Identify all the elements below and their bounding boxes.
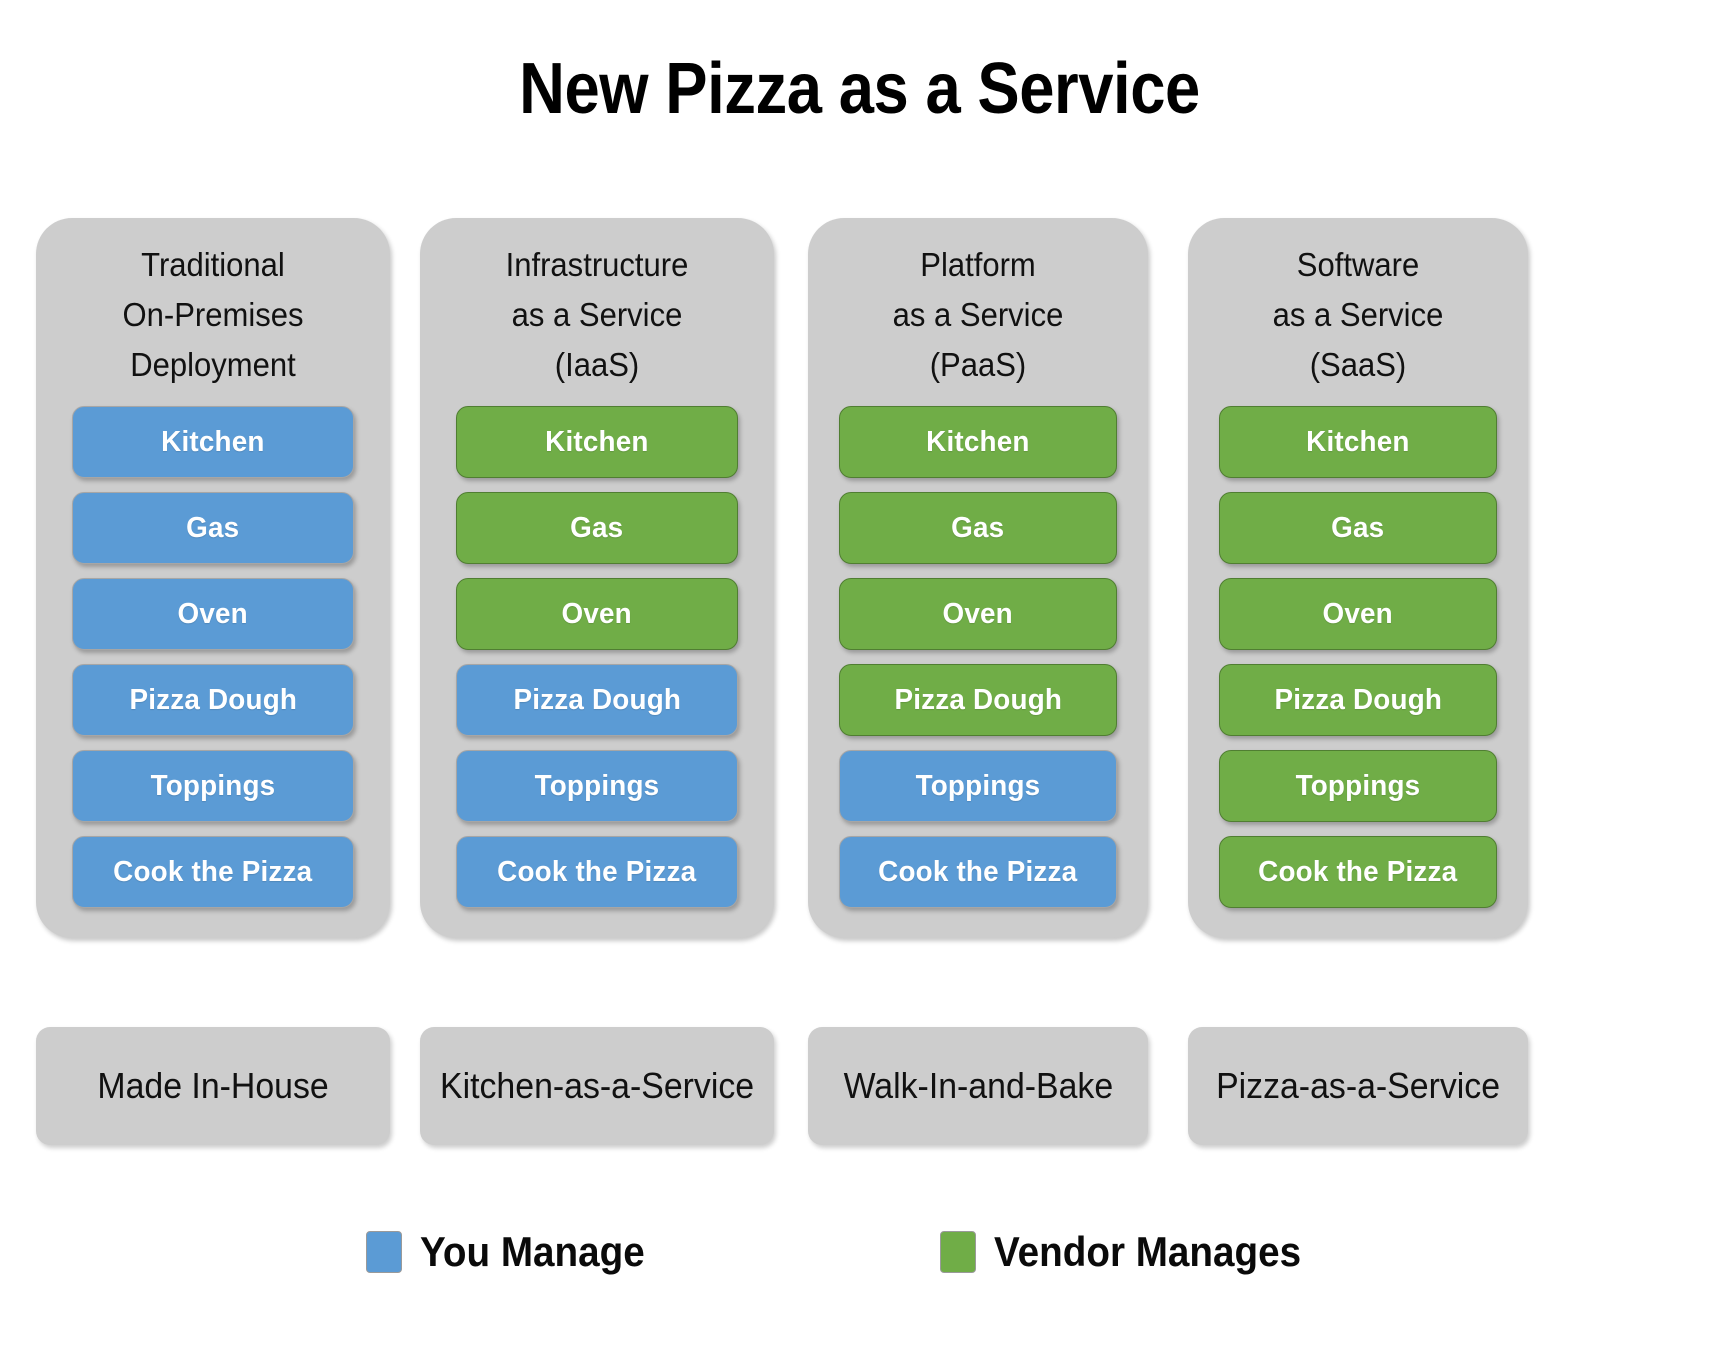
- column-header-line: (SaaS): [1309, 346, 1407, 383]
- blue-swatch-icon: [366, 1231, 402, 1273]
- responsibility-pill-label: Kitchen: [926, 425, 1030, 458]
- responsibility-pill-label: Kitchen: [545, 425, 649, 458]
- responsibility-pill-label: Oven: [1322, 597, 1394, 630]
- responsibility-pill-label: Cook the Pizza: [1258, 855, 1458, 888]
- responsibility-pill[interactable]: Toppings: [456, 750, 738, 822]
- responsibility-pill[interactable]: Pizza Dough: [456, 664, 738, 736]
- column-footer-box: Kitchen-as-a-Service: [420, 1027, 774, 1145]
- responsibility-pill[interactable]: Kitchen: [72, 406, 354, 478]
- column-header-line: On-Premises: [122, 296, 304, 333]
- responsibility-pill[interactable]: Pizza Dough: [72, 664, 354, 736]
- responsibility-pill-label: Gas: [951, 511, 1005, 544]
- legend-label: You Manage: [420, 1228, 645, 1275]
- responsibility-pill[interactable]: Toppings: [1219, 750, 1497, 822]
- responsibility-pill-label: Gas: [1331, 511, 1385, 544]
- page-title: New Pizza as a Service: [519, 49, 1200, 129]
- responsibility-pill[interactable]: Kitchen: [456, 406, 738, 478]
- responsibility-pill-label: Oven: [177, 597, 249, 630]
- responsibility-pill-label: Gas: [570, 511, 624, 544]
- responsibility-pill-label: Cook the Pizza: [878, 855, 1078, 888]
- responsibility-pill[interactable]: Oven: [456, 578, 738, 650]
- legend: You Manage Vendor Manages: [0, 1222, 1719, 1282]
- responsibility-pill-label: Toppings: [534, 769, 660, 802]
- responsibility-pill[interactable]: Pizza Dough: [1219, 664, 1497, 736]
- column-header: Infrastructure as a Service (IaaS): [431, 240, 764, 406]
- responsibility-pill[interactable]: Cook the Pizza: [456, 836, 738, 908]
- responsibility-pill-label: Cook the Pizza: [113, 855, 313, 888]
- column-footer-box: Pizza-as-a-Service: [1188, 1027, 1528, 1145]
- responsibility-pill[interactable]: Gas: [839, 492, 1117, 564]
- responsibility-pill[interactable]: Cook the Pizza: [1219, 836, 1497, 908]
- column-header: Software as a Service (SaaS): [1198, 240, 1518, 406]
- responsibility-pill-label: Toppings: [915, 769, 1041, 802]
- responsibility-pill[interactable]: Kitchen: [839, 406, 1117, 478]
- column-header-line: Platform: [920, 246, 1036, 283]
- responsibility-pill-label: Toppings: [1295, 769, 1421, 802]
- column-header-line: Software: [1296, 246, 1420, 283]
- responsibility-pill-label: Pizza Dough: [129, 683, 297, 716]
- column-header-line: (PaaS): [929, 346, 1027, 383]
- responsibility-pill-label: Cook the Pizza: [497, 855, 697, 888]
- legend-item-vendor: Vendor Manages: [940, 1222, 1328, 1282]
- responsibility-pill[interactable]: Toppings: [839, 750, 1117, 822]
- responsibility-pill[interactable]: Pizza Dough: [839, 664, 1117, 736]
- column-header-line: as a Service: [1272, 296, 1444, 333]
- legend-label: Vendor Manages: [994, 1228, 1302, 1275]
- responsibility-pill-label: Pizza Dough: [513, 683, 681, 716]
- responsibility-pill-label: Kitchen: [161, 425, 265, 458]
- green-swatch-icon: [940, 1231, 976, 1273]
- responsibility-pill-label: Oven: [561, 597, 633, 630]
- footer-label-row: Made In-House Kitchen-as-a-Service Walk-In…: [36, 1027, 1686, 1145]
- column-header-line: as a Service: [511, 296, 683, 333]
- column-header-line: Infrastructure: [505, 246, 689, 283]
- responsibility-pill[interactable]: Kitchen: [1219, 406, 1497, 478]
- responsibility-pill-label: Pizza Dough: [1274, 683, 1442, 716]
- responsibility-pill[interactable]: Gas: [456, 492, 738, 564]
- responsibility-pill-label: Pizza Dough: [894, 683, 1062, 716]
- responsibility-pill-label: Gas: [186, 511, 240, 544]
- column-footer-label: Walk-In-and-Bake: [843, 1065, 1113, 1106]
- responsibility-pill[interactable]: Gas: [72, 492, 354, 564]
- column-footer-label: Pizza-as-a-Service: [1216, 1065, 1500, 1106]
- responsibility-pill[interactable]: Gas: [1219, 492, 1497, 564]
- column-footer-label: Made In-House: [97, 1065, 329, 1106]
- column-footer-box: Walk-In-and-Bake: [808, 1027, 1148, 1145]
- legend-item-you: You Manage: [366, 1222, 664, 1282]
- column-footer-box: Made In-House: [36, 1027, 390, 1145]
- responsibility-pill[interactable]: Cook the Pizza: [72, 836, 354, 908]
- responsibility-pill[interactable]: Cook the Pizza: [839, 836, 1117, 908]
- responsibility-pill[interactable]: Oven: [72, 578, 354, 650]
- column-header-line: Traditional: [141, 246, 285, 283]
- responsibility-pill[interactable]: Oven: [1219, 578, 1497, 650]
- responsibility-pill[interactable]: Oven: [839, 578, 1117, 650]
- column-footer-label: Kitchen-as-a-Service: [439, 1065, 755, 1106]
- responsibility-pill-label: Oven: [942, 597, 1014, 630]
- column-header-line: Deployment: [130, 346, 296, 383]
- responsibility-pill-label: Toppings: [150, 769, 276, 802]
- column-header: Platform as a Service (PaaS): [818, 240, 1138, 406]
- responsibility-pill[interactable]: Toppings: [72, 750, 354, 822]
- column-header-line: (IaaS): [554, 346, 640, 383]
- responsibility-pill-label: Kitchen: [1306, 425, 1410, 458]
- column-header-line: as a Service: [892, 296, 1064, 333]
